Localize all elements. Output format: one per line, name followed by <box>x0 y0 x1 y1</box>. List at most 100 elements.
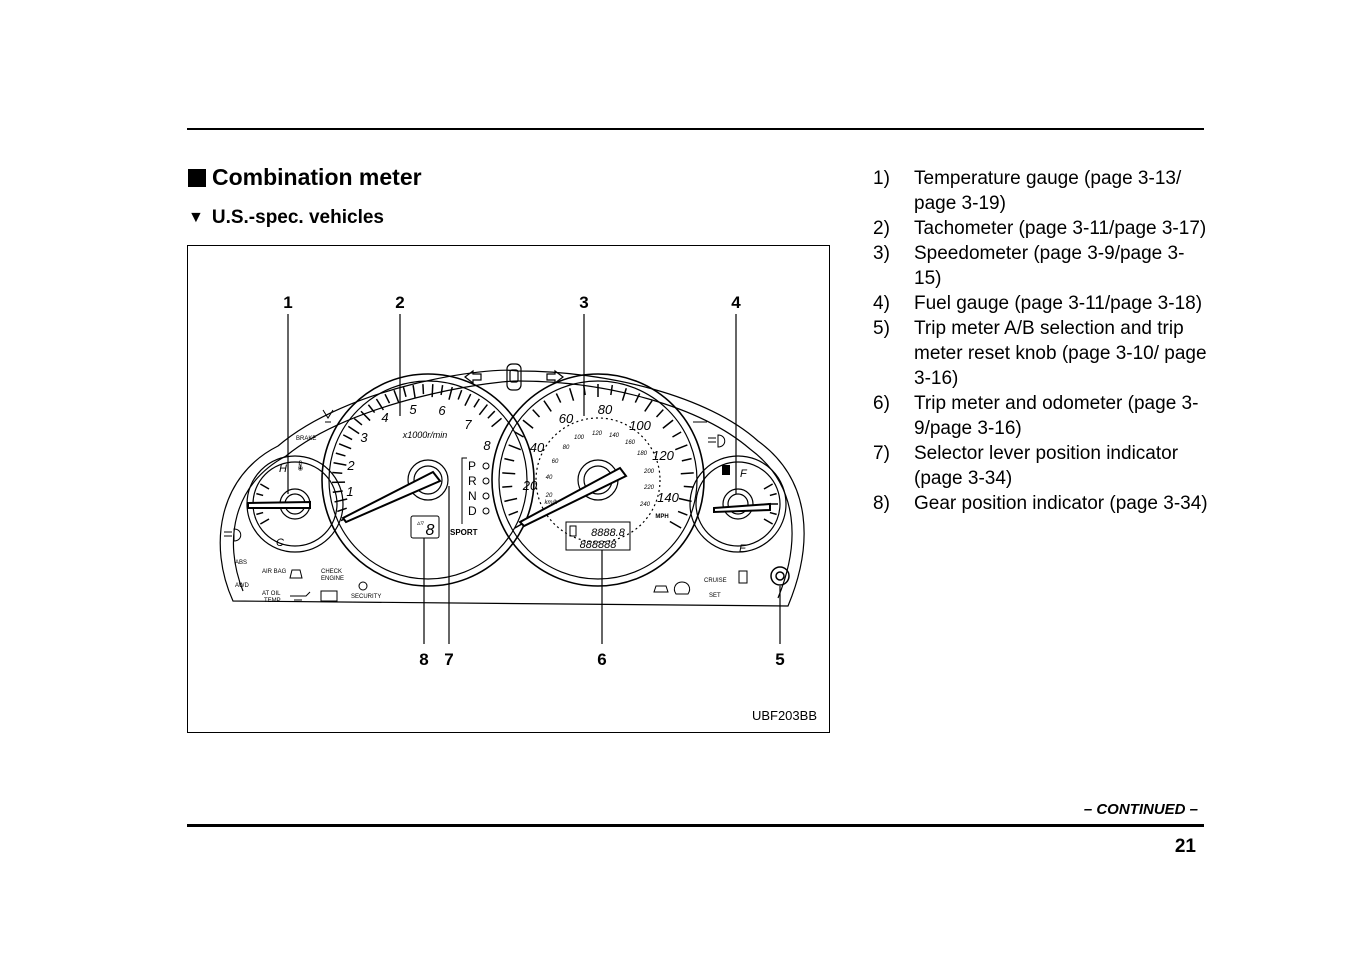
tach-tick <box>342 434 353 441</box>
selector-r: R <box>468 474 477 488</box>
kmh-num-40: 40 <box>546 475 553 481</box>
speedo-tick <box>644 400 653 412</box>
gear-indicator-box <box>410 515 440 539</box>
figure-code: UBF203BB <box>751 708 817 723</box>
continued-label: – CONTINUED – <box>1083 801 1198 818</box>
subsection-title-text: U.S.-spec. vehicles <box>211 207 384 228</box>
tach-tick <box>367 404 376 414</box>
mph-num-140: 140 <box>657 490 679 505</box>
tach-num-6: 6 <box>438 403 446 418</box>
tach-num-3: 3 <box>360 430 368 445</box>
kmh-num-200: 200 <box>643 469 655 475</box>
speedo-tick <box>543 400 552 412</box>
legend-item: 3) Speedometer (page 3-9/page 3-15) <box>873 241 1208 291</box>
tach-tick <box>491 417 503 428</box>
tach-tick <box>360 410 371 422</box>
door-open-icon <box>506 363 522 391</box>
fuel-tick <box>763 483 774 490</box>
selector-n: N <box>468 489 477 503</box>
speedo-tick <box>502 472 516 475</box>
selector-p-lamp <box>482 462 490 470</box>
abs-label: ABS <box>235 560 247 566</box>
speedo-tick <box>683 485 694 488</box>
kmh-num-120: 120 <box>592 431 603 437</box>
callout-legend: 1) Temperature gauge (page 3-13/ page 3-1… <box>873 166 1208 516</box>
callout-2: 2 <box>395 293 404 312</box>
fuel-tick <box>769 511 777 516</box>
tach-unit: x1000r/min <box>402 430 448 440</box>
callout-8: 8 <box>419 650 428 669</box>
legend-item: 8)Gear position indicator (page 3-34) <box>873 491 1208 516</box>
legend-item-text: Temperature gauge (page 3-13/ page 3-19) <box>914 168 1182 214</box>
legend-item: 2)Tachometer (page 3-11/page 3-17) <box>873 216 1208 241</box>
right-turn-signal-icon <box>546 369 564 385</box>
check-engine-label-2: ENGINE <box>321 576 344 582</box>
kmh-num-20: 20 <box>545 493 553 499</box>
mph-num-40: 40 <box>530 440 545 455</box>
header-rule <box>187 128 1204 130</box>
kmh-num-160: 160 <box>625 440 636 446</box>
tach-tick <box>338 443 352 450</box>
speedo-tick <box>514 431 524 438</box>
speedo-tick <box>674 444 688 451</box>
mph-unit: MPH <box>655 514 668 520</box>
battery-charge-icon <box>320 590 338 602</box>
tach-num-1: 1 <box>346 484 353 499</box>
temp-tick <box>259 518 270 525</box>
callout-6: 6 <box>597 650 606 669</box>
speedo-tick <box>610 384 614 396</box>
legend-item-number: 5) <box>873 318 890 339</box>
tachometer-ring <box>321 373 535 587</box>
tach-tick <box>337 507 347 513</box>
tach-tick <box>335 452 346 457</box>
legend-item-text: Gear position indicator (page 3-34) <box>914 493 1208 514</box>
temp-tick <box>256 511 264 516</box>
legend-item-number: 3) <box>873 243 890 264</box>
tire-pressure-icon <box>673 581 691 595</box>
coolant-temp-icon: 🌡 <box>294 460 307 472</box>
kmh-num-100: 100 <box>574 435 585 441</box>
page-number: 21 <box>1174 836 1196 857</box>
awd-label: AWD <box>235 583 249 589</box>
seatbelt-warning-icon <box>322 409 334 423</box>
legend-item-number: 7) <box>873 443 890 464</box>
trip-reading: 8888.8 <box>591 527 626 539</box>
gear-digit: 8 <box>426 522 435 539</box>
tach-tick <box>473 398 480 408</box>
tach-tick <box>457 389 463 400</box>
legend-item-text: Trip meter A/B selection and trip meter … <box>914 318 1207 389</box>
fuel-hub <box>722 488 754 520</box>
mph-num-80: 80 <box>598 402 613 417</box>
front-fog-light-icon <box>224 528 242 542</box>
check-engine-label-1: CHECK <box>321 569 342 575</box>
fuel-gauge-face <box>695 461 781 547</box>
tach-tick <box>332 490 343 493</box>
security-label: SECURITY <box>351 594 381 600</box>
odometer-reading: 888888 <box>580 539 618 551</box>
trip-reset-knob-center[interactable] <box>775 571 785 581</box>
legend-item-number: 6) <box>873 393 890 414</box>
callout-1: 1 <box>283 293 292 312</box>
tach-tick <box>487 410 496 419</box>
legend-item: 7)Selector lever position indicator (pag… <box>873 441 1208 491</box>
speedo-tick <box>669 520 682 529</box>
tach-tick <box>464 393 472 407</box>
fuel-needle <box>713 502 771 514</box>
legend-item-number: 1) <box>873 168 890 189</box>
tach-tick <box>333 462 347 466</box>
tach-tick <box>384 393 391 404</box>
tach-tick <box>402 387 407 398</box>
legend-item-text: Tachometer (page 3-11/page 3-17) <box>914 218 1207 239</box>
kmh-num-80: 80 <box>563 445 570 451</box>
gear-updown-icon: ▵▿ <box>417 520 425 527</box>
legend-item-text: Speedometer (page 3-9/page 3-15) <box>914 243 1185 289</box>
footer-rule <box>187 824 1204 827</box>
tach-num-8: 8 <box>483 438 491 453</box>
security-indicator-icon <box>358 581 368 591</box>
trip-reset-knob[interactable] <box>770 566 790 586</box>
tach-tick <box>478 404 488 416</box>
speedo-tick <box>522 419 534 429</box>
selector-d-lamp <box>482 507 490 515</box>
fuel-tick <box>763 518 774 525</box>
speedo-tick <box>681 457 692 462</box>
